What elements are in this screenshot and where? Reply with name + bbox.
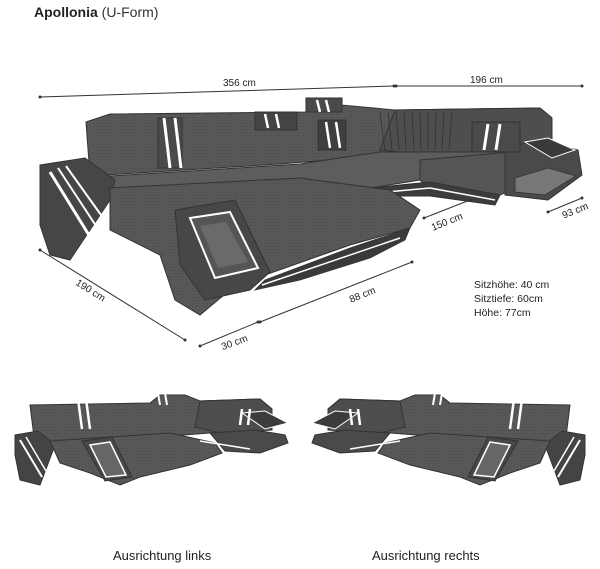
dim-total-width: 356 cm bbox=[223, 78, 256, 89]
spec-height: Höhe: 77cm bbox=[474, 307, 531, 319]
spec-seat-height: Sitzhöhe: 40 cm bbox=[474, 279, 550, 291]
dim-right-depth: 93 cm bbox=[561, 201, 590, 221]
variant-left-sofa bbox=[14, 392, 290, 486]
dimension-lines bbox=[38, 84, 584, 348]
dim-chaise-length: 88 cm bbox=[348, 285, 377, 305]
spec-list: Sitzhöhe: 40 cm Sitztiefe: 60cm Höhe: 77… bbox=[474, 278, 549, 320]
product-name: Apollonia bbox=[34, 4, 98, 20]
spec-seat-depth: Sitztiefe: 60cm bbox=[474, 293, 543, 305]
headrests bbox=[157, 97, 521, 169]
dim-inner-depth: 150 cm bbox=[430, 211, 465, 233]
variant-right-sofa bbox=[310, 392, 586, 486]
caption-left: Ausrichtung links bbox=[113, 548, 212, 563]
product-variant: (U-Form) bbox=[101, 4, 159, 20]
product-title: Apollonia (U-Form) bbox=[34, 4, 158, 20]
caption-right: Ausrichtung rechts bbox=[372, 548, 480, 563]
dim-right-width: 196 cm bbox=[470, 75, 503, 86]
